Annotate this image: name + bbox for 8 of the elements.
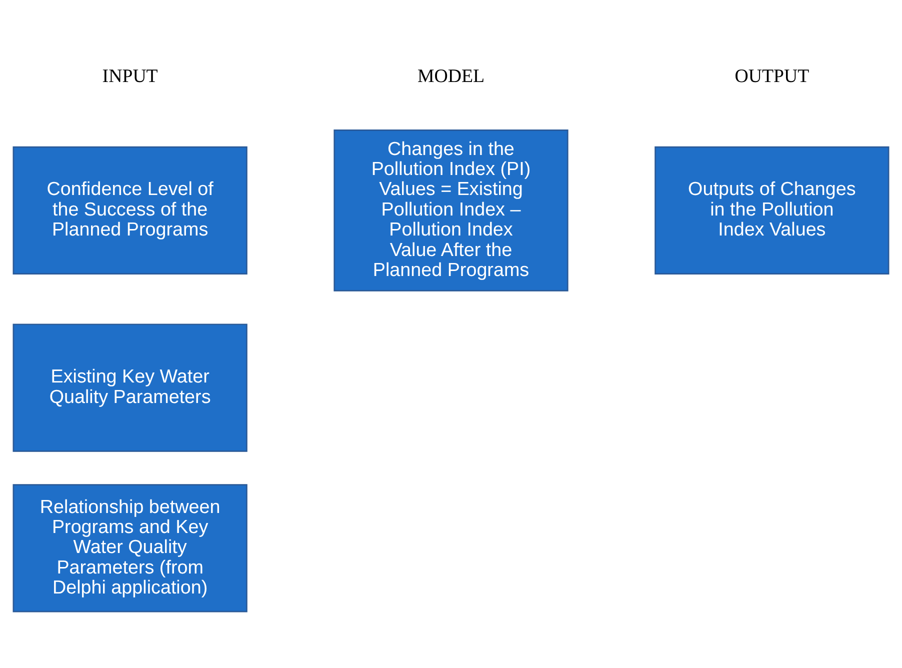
node-box: Relationship between Programs and Key Water Quality Parameters (from Delphi application) bbox=[12, 484, 248, 612]
node-box: Confidence Level of the Success of the Planned Programs bbox=[12, 146, 248, 274]
label: MODEL bbox=[417, 65, 485, 86]
node-box: Outputs of Changes in the Pollution Index Values bbox=[654, 146, 890, 274]
node-box: Changes in the Pollution Index (PI) Values = Existing Pollution Index – Pollution Index Value After the Planned Programs bbox=[334, 129, 568, 291]
node-box: Existing Key Water Quality Parameters bbox=[12, 323, 248, 452]
label: INPUT bbox=[102, 65, 158, 86]
label: OUTPUT bbox=[734, 65, 810, 86]
